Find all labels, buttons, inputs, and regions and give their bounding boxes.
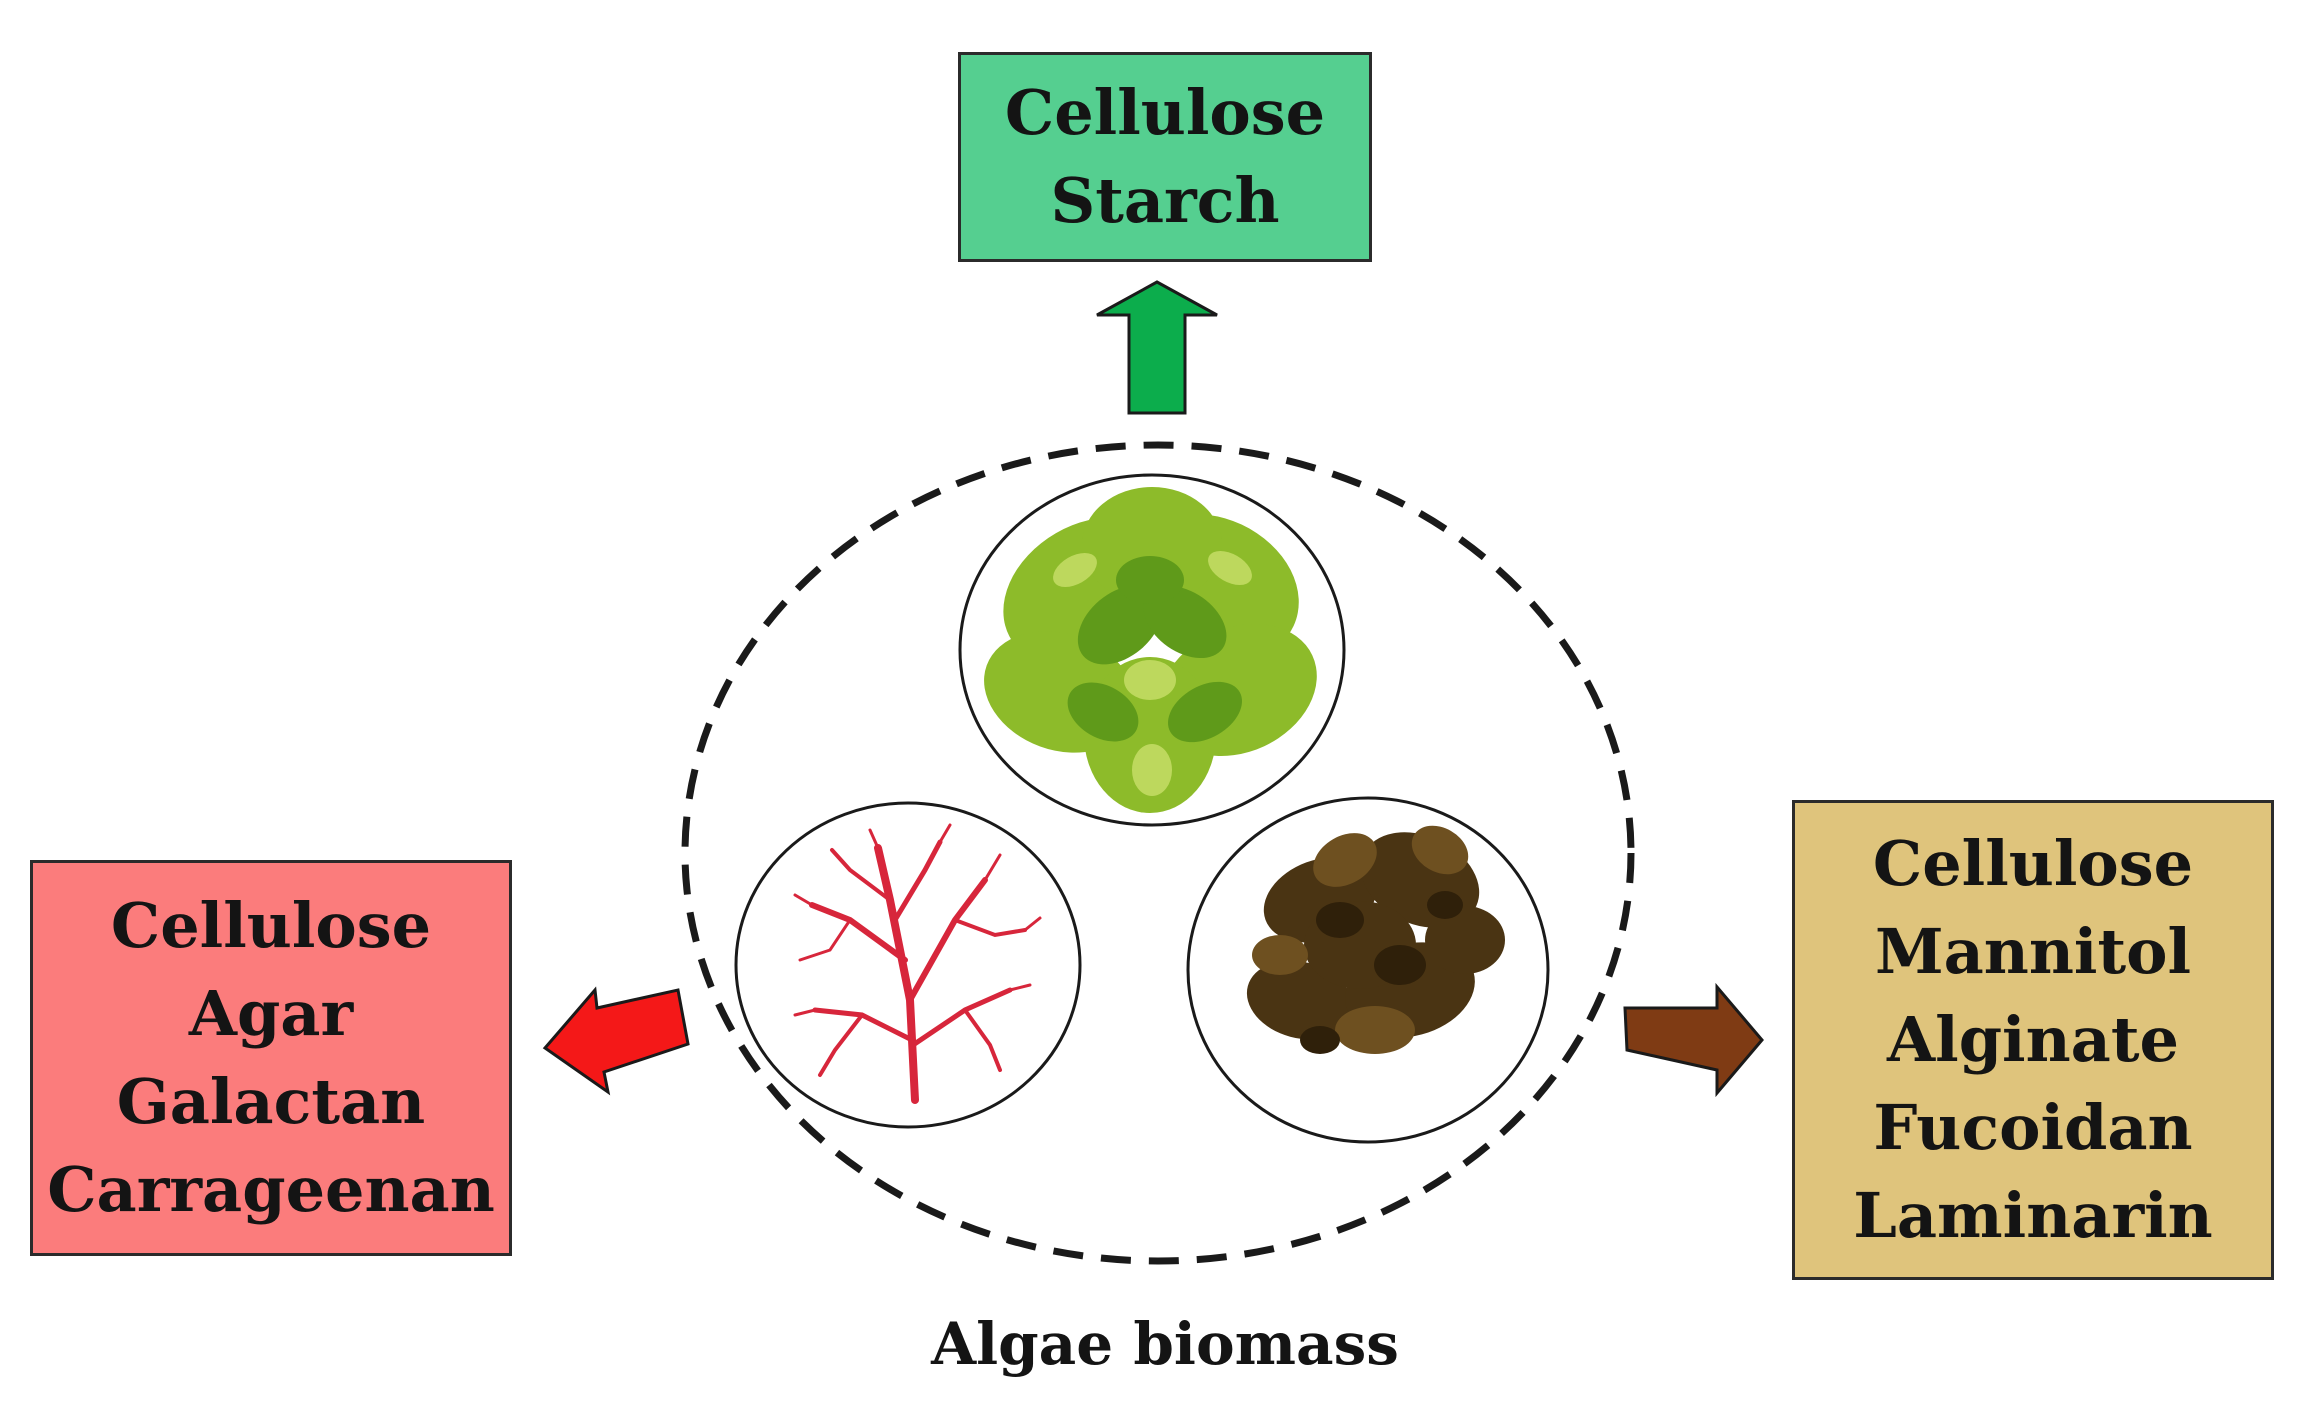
- diagram-caption: Algae biomass: [931, 1310, 1399, 1378]
- product-label: Agar: [188, 977, 354, 1050]
- product-label: Cellulose: [1004, 76, 1326, 149]
- brown-algae-products-box: Cellulose Mannitol Alginate Fucoidan Lam…: [1792, 800, 2274, 1280]
- arrow-left-red: [542, 986, 690, 1096]
- arrow-up-green: [1096, 280, 1218, 415]
- brown-seaweed-icon: [1246, 825, 1505, 1054]
- product-label: Galactan: [116, 1065, 426, 1138]
- product-label: Mannitol: [1874, 915, 2192, 988]
- product-label: Alginate: [1887, 1003, 2179, 1076]
- green-seaweed-icon: [984, 487, 1317, 813]
- product-label: Starch: [1050, 164, 1280, 237]
- arrow-right-brown: [1623, 982, 1764, 1098]
- product-label: Cellulose: [110, 889, 432, 962]
- red-seaweed-icon: [793, 823, 1042, 1104]
- biomass-dashed-circle: [681, 441, 1635, 1265]
- product-label: Fucoidan: [1873, 1091, 2193, 1164]
- product-label: Carrageenan: [47, 1153, 495, 1226]
- product-label: Laminarin: [1853, 1179, 2213, 1252]
- green-algae-products-box: Cellulose Starch: [958, 52, 1372, 262]
- red-algae-products-box: Cellulose Agar Galactan Carrageenan: [30, 860, 512, 1256]
- product-label: Cellulose: [1872, 827, 2194, 900]
- red-algae-circle: [734, 801, 1082, 1129]
